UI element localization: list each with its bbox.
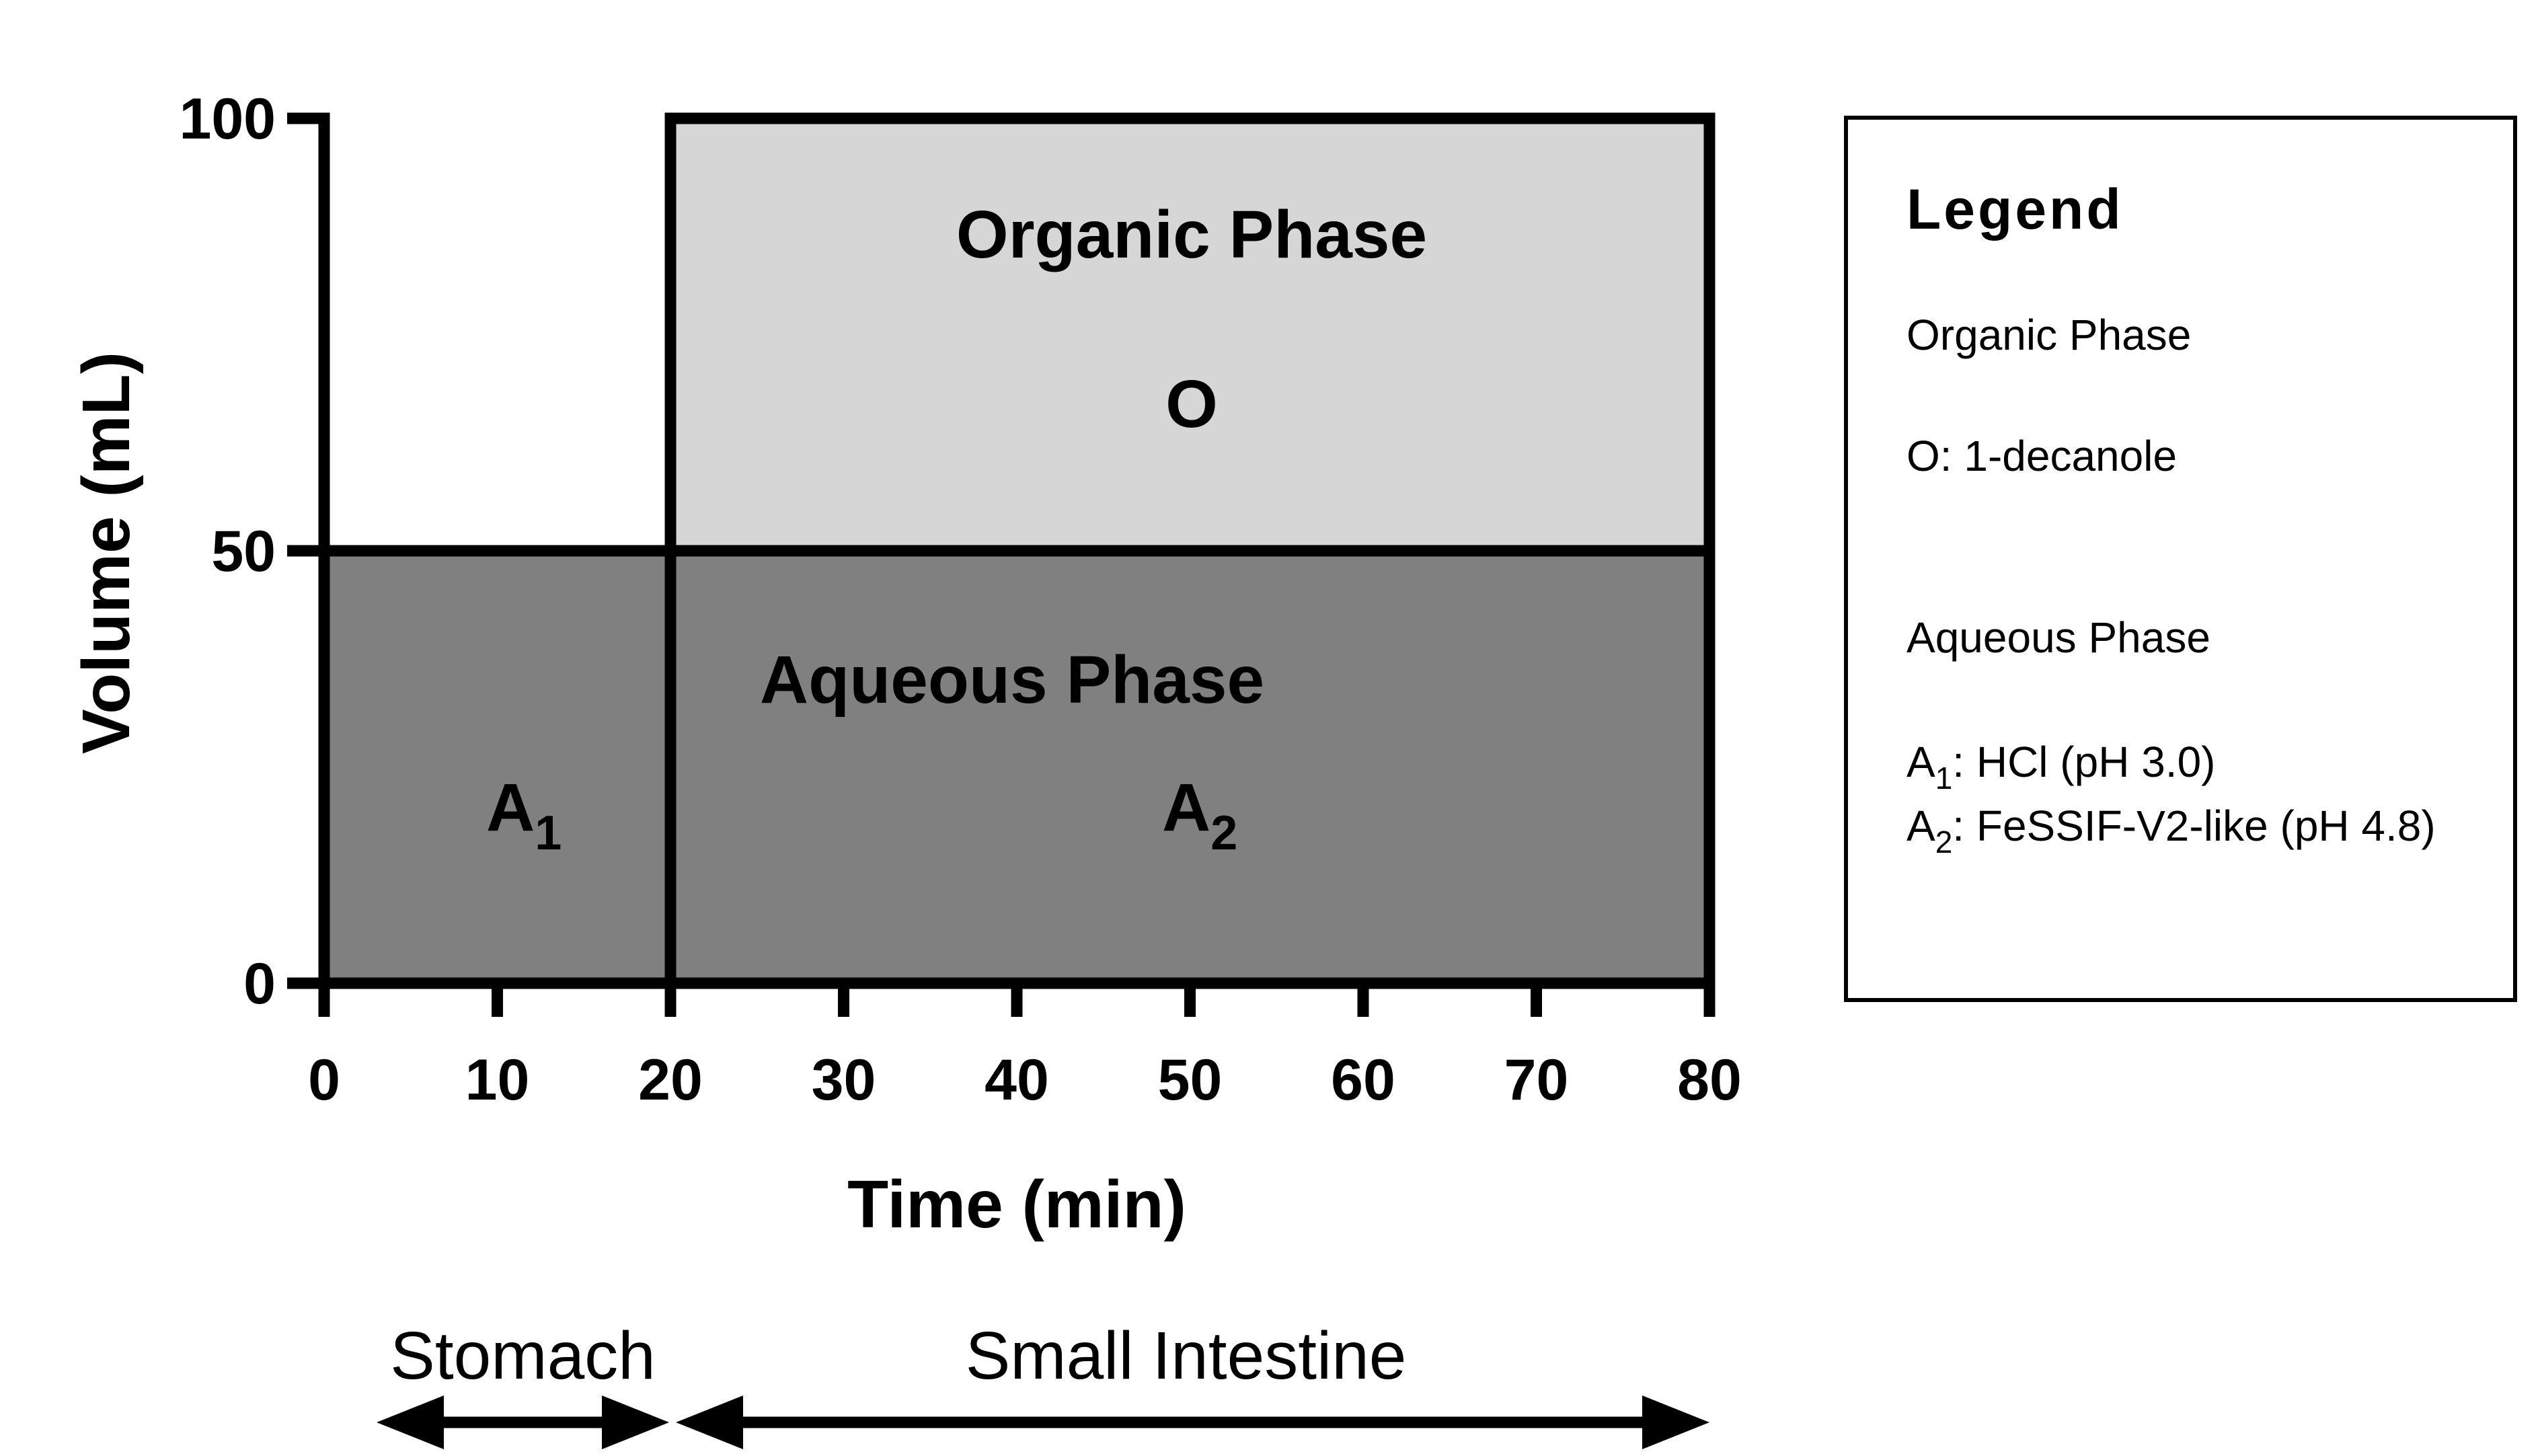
organic-phase-label: Organic Phase xyxy=(956,197,1427,272)
legend-a1-entry: A1: HCl (pH 3.0) xyxy=(1906,738,2215,796)
legend-organic-entry: O: 1-decanole xyxy=(1906,432,2177,480)
x-tick-label: 40 xyxy=(985,1048,1049,1112)
legend-aqueous-heading: Aqueous Phase xyxy=(1906,613,2210,662)
stomach-arrow-head-left xyxy=(377,1395,444,1449)
x-tick-label: 20 xyxy=(638,1048,703,1112)
x-tick-label: 10 xyxy=(465,1048,530,1112)
plot-regions xyxy=(318,112,1716,989)
legend-a2-entry: A2: FeSSIF-V2-like (pH 4.8) xyxy=(1906,802,2436,859)
aqueous-phase-label: Aqueous Phase xyxy=(760,642,1264,718)
stomach-arrow-head-right xyxy=(602,1395,669,1449)
region-o-label: O xyxy=(1165,367,1218,442)
small-intestine-arrow-head-right xyxy=(1642,1395,1709,1449)
x-tick-label: 70 xyxy=(1504,1048,1569,1112)
region-a1 xyxy=(318,545,677,989)
y-tick-label: 50 xyxy=(211,519,276,584)
y-tick-label: 100 xyxy=(180,87,276,151)
legend-frame xyxy=(1844,116,2517,1002)
x-tick-label: 60 xyxy=(1331,1048,1395,1112)
small-intestine-arrow-head-left xyxy=(676,1395,743,1449)
y-axis-title: Volume (mL) xyxy=(69,352,144,754)
y-tick-label: 0 xyxy=(243,952,276,1016)
region-a1-label: A1 xyxy=(486,770,562,860)
legend-organic-heading: Organic Phase xyxy=(1906,311,2191,359)
region-a2-label: A2 xyxy=(1162,770,1237,860)
x-tick-label: 0 xyxy=(308,1048,340,1112)
small-intestine-label: Small Intestine xyxy=(966,1318,1407,1393)
stomach-label: Stomach xyxy=(390,1318,656,1393)
x-tick-label: 50 xyxy=(1158,1048,1223,1112)
segment-arrows: Stomach Small Intestine xyxy=(377,1318,1709,1449)
x-tick-label: 80 xyxy=(1677,1048,1742,1112)
x-tick-label: 30 xyxy=(812,1048,876,1112)
region-a2 xyxy=(664,545,1716,989)
legend-title: Legend xyxy=(1906,178,2124,241)
region-o xyxy=(664,112,1716,557)
x-axis-title: Time (min) xyxy=(847,1167,1186,1242)
